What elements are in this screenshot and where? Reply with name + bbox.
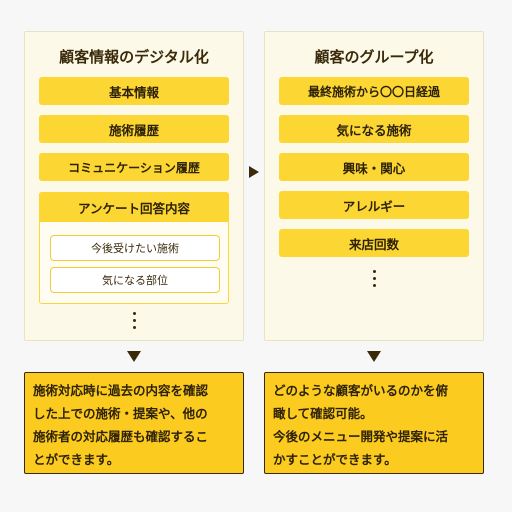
- survey-box: アンケート回答内容 今後受けたい施術 気になる部位: [39, 192, 229, 304]
- customer-digitization-panel: 顧客情報のデジタル化 基本情報 施術履歴 コミュニケーション履歴 アンケート回答…: [24, 31, 244, 341]
- ellipsis-vertical-icon: [373, 270, 377, 287]
- right-panel-title: 顧客のグループ化: [314, 48, 434, 66]
- left-result-line: した上での施術・提案や、他の: [33, 406, 208, 421]
- item-communication-history: コミュニケーション履歴: [39, 153, 229, 181]
- arrow-down-icon: [367, 351, 381, 362]
- right-result-box: どのような顧客がいるのかを俯 瞰して確認可能。 今後のメニュー開発や提案に活 か…: [264, 372, 484, 474]
- customer-grouping-panel: 顧客のグループ化 最終施術から〇〇日経過 気になる施術 興味・関心 アレルギー …: [264, 31, 484, 341]
- item-interested-treatment: 気になる施術: [279, 115, 469, 143]
- ellipsis-vertical-icon: [133, 312, 137, 329]
- left-panel-title: 顧客情報のデジタル化: [59, 48, 209, 66]
- right-result-line: どのような顧客がいるのかを俯: [273, 383, 449, 398]
- item-allergy: アレルギー: [279, 191, 469, 219]
- arrow-right-icon: [249, 166, 259, 178]
- left-result-box: 施術対応時に過去の内容を確認 した上での施術・提案や、他の 施術者の対応履歴も確…: [24, 372, 244, 474]
- item-visit-count: 来店回数: [279, 229, 469, 257]
- right-result-line: 瞰して確認可能。: [273, 406, 373, 421]
- left-result-line: 施術対応時に過去の内容を確認: [33, 383, 209, 398]
- right-result-line: かすことができます。: [273, 452, 397, 467]
- item-interests: 興味・関心: [279, 153, 469, 181]
- right-result-line: 今後のメニュー開発や提案に活: [273, 429, 449, 444]
- left-result-line: 施術者の対応履歴も確認するこ: [33, 429, 209, 444]
- arrow-down-icon: [127, 351, 141, 362]
- left-result-line: とができます。: [33, 452, 120, 467]
- item-basic-info: 基本情報: [39, 77, 229, 105]
- item-days-since-last-treatment: 最終施術から〇〇日経過: [279, 77, 469, 105]
- survey-sub-item-desired-treatment: 今後受けたい施術: [50, 235, 220, 261]
- survey-label: アンケート回答内容: [39, 192, 229, 222]
- survey-sub-item-concern-area: 気になる部位: [50, 267, 220, 293]
- item-treatment-history: 施術履歴: [39, 115, 229, 143]
